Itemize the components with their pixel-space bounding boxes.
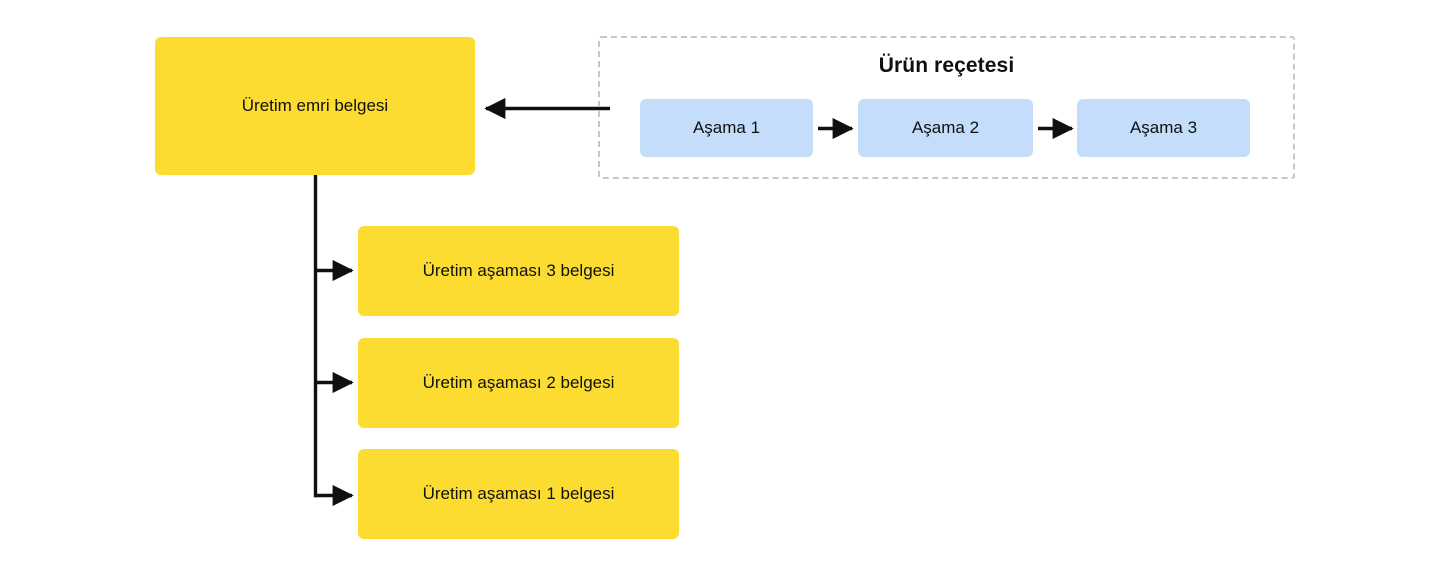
node-stage-document-2-label: Üretim aşaması 2 belgesi: [422, 373, 615, 393]
node-stage-document-3-label: Üretim aşaması 3 belgesi: [422, 261, 615, 281]
node-stage-document-3[interactable]: Üretim aşaması 3 belgesi: [358, 226, 679, 316]
node-stage-1[interactable]: Aşama 1: [640, 99, 813, 157]
node-stage-3[interactable]: Aşama 3: [1077, 99, 1250, 157]
node-stage-document-1-label: Üretim aşaması 1 belgesi: [422, 484, 615, 504]
node-order-document-label: Üretim emri belgesi: [241, 96, 389, 116]
node-stage-2-label: Aşama 2: [911, 118, 980, 138]
node-stage-document-1[interactable]: Üretim aşaması 1 belgesi: [358, 449, 679, 539]
node-stage-2[interactable]: Aşama 2: [858, 99, 1033, 157]
node-stage-document-2[interactable]: Üretim aşaması 2 belgesi: [358, 338, 679, 428]
group-bill-of-materials-title: Ürün reçetesi: [878, 54, 1015, 77]
group-bill-of-materials: Ürün reçetesi: [598, 36, 1295, 179]
node-order-document[interactable]: Üretim emri belgesi: [155, 37, 475, 175]
node-stage-3-label: Aşama 3: [1129, 118, 1198, 138]
node-stage-1-label: Aşama 1: [692, 118, 761, 138]
